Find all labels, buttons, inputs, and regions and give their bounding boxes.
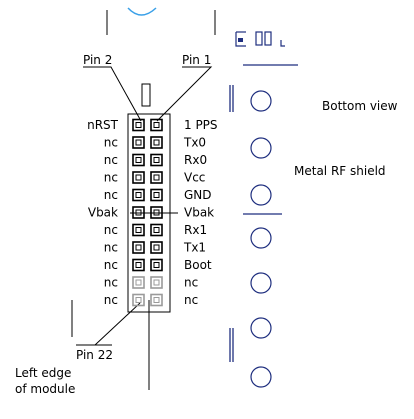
pin-pad (150, 276, 163, 289)
left-pin-label: nc (104, 241, 118, 255)
left-pin-label: nRST (87, 118, 119, 132)
right-pin-label: Vcc (184, 171, 205, 185)
of-module-label: of module (15, 382, 75, 396)
pin-pad (132, 171, 145, 184)
pin-2-callout (83, 66, 142, 122)
pin-1-label: Pin 1 (182, 53, 211, 67)
shield-hole (250, 366, 272, 388)
pin-pad (132, 118, 145, 132)
left-pin-label: nc (104, 188, 118, 202)
right-pin-label: Vbak (184, 206, 214, 220)
shield-hole (250, 137, 272, 159)
pin-22-callout (94, 302, 141, 346)
pin-pad-inner (153, 209, 160, 216)
pin-pad-inner (135, 122, 142, 128)
shield-hole (250, 184, 272, 206)
pin-pad (150, 293, 163, 307)
pin-pad-inner (135, 157, 142, 163)
pin-pad-inner (153, 174, 160, 181)
left-pin-label: nc (104, 276, 118, 290)
bottom-view-label: Bottom view (322, 99, 398, 113)
right-pin-label: GND (184, 188, 212, 202)
right-pin-label: Rx1 (184, 223, 207, 237)
pin-pad (150, 118, 163, 132)
right-pin-label: Boot (184, 258, 212, 272)
right-pin-label: Rx0 (184, 153, 207, 167)
pin-pad-inner (135, 192, 142, 198)
pin-pad-inner (153, 244, 160, 251)
shield-hole (250, 272, 272, 294)
pin-pad-inner (153, 297, 160, 303)
pin-pad (132, 206, 145, 219)
left-pin-label: nc (104, 223, 118, 237)
pin-22-label: Pin 22 (76, 348, 113, 362)
pin-pad (150, 241, 163, 254)
pin-grid (132, 118, 163, 307)
pin-pad-inner (135, 227, 142, 233)
pin-pad (132, 293, 145, 307)
pin-pad (150, 136, 163, 149)
right-pin-label: nc (184, 276, 198, 290)
pin-pad-inner (153, 157, 160, 163)
left-pin-label: Vbak (88, 206, 118, 220)
pin-pad (132, 153, 145, 167)
pin-pad (132, 188, 145, 202)
pin-pad (132, 258, 145, 272)
pin-pad-inner (135, 209, 142, 216)
pin-pad-inner (153, 192, 160, 198)
shield-hole (250, 227, 272, 249)
pin-pad (150, 223, 163, 237)
pin-pad-inner (153, 279, 160, 286)
pin-pad (150, 258, 163, 272)
shield-hole (250, 317, 272, 339)
pin-pad-inner (153, 122, 160, 128)
pin-pad (132, 241, 145, 254)
shield-hole (250, 90, 272, 112)
pin-2-label: Pin 2 (83, 53, 112, 67)
right-pin-label: Tx1 (183, 241, 206, 255)
rf-shield-label: Metal RF shield (294, 164, 386, 178)
pin-1-callout (156, 66, 213, 122)
pin-pad-inner (135, 262, 142, 268)
pin-pad (150, 153, 163, 167)
left-pin-label: nc (104, 136, 118, 150)
antenna-arc (127, 7, 157, 16)
pin-pad (150, 206, 163, 219)
right-pin-label: nc (184, 293, 198, 307)
pin-pad-inner (153, 139, 160, 146)
pin-pad-inner (135, 279, 142, 286)
pin-pad (132, 136, 145, 149)
pin-pad-inner (153, 262, 160, 268)
smd-components (235, 31, 285, 47)
pin-pad (150, 188, 163, 202)
pin-pad (132, 276, 145, 289)
pin-pad-inner (135, 139, 142, 146)
pin-pad-inner (153, 227, 160, 233)
right-pin-label: 1 PPS (184, 118, 218, 132)
left-pin-label: nc (104, 293, 118, 307)
pin-pad-inner (135, 244, 142, 251)
left-edge-label: Left edge (15, 366, 71, 380)
left-pin-label: nc (104, 258, 118, 272)
left-pin-label: nc (104, 171, 118, 185)
pin-pad (132, 223, 145, 237)
right-pin-label: Tx0 (183, 136, 206, 150)
pin-pad-inner (135, 174, 142, 181)
left-pin-label: nc (104, 153, 118, 167)
pin-pad-inner (135, 297, 142, 303)
pin-pad (150, 171, 163, 184)
shield-holes (250, 90, 272, 388)
pin1-key-marker (141, 83, 151, 107)
